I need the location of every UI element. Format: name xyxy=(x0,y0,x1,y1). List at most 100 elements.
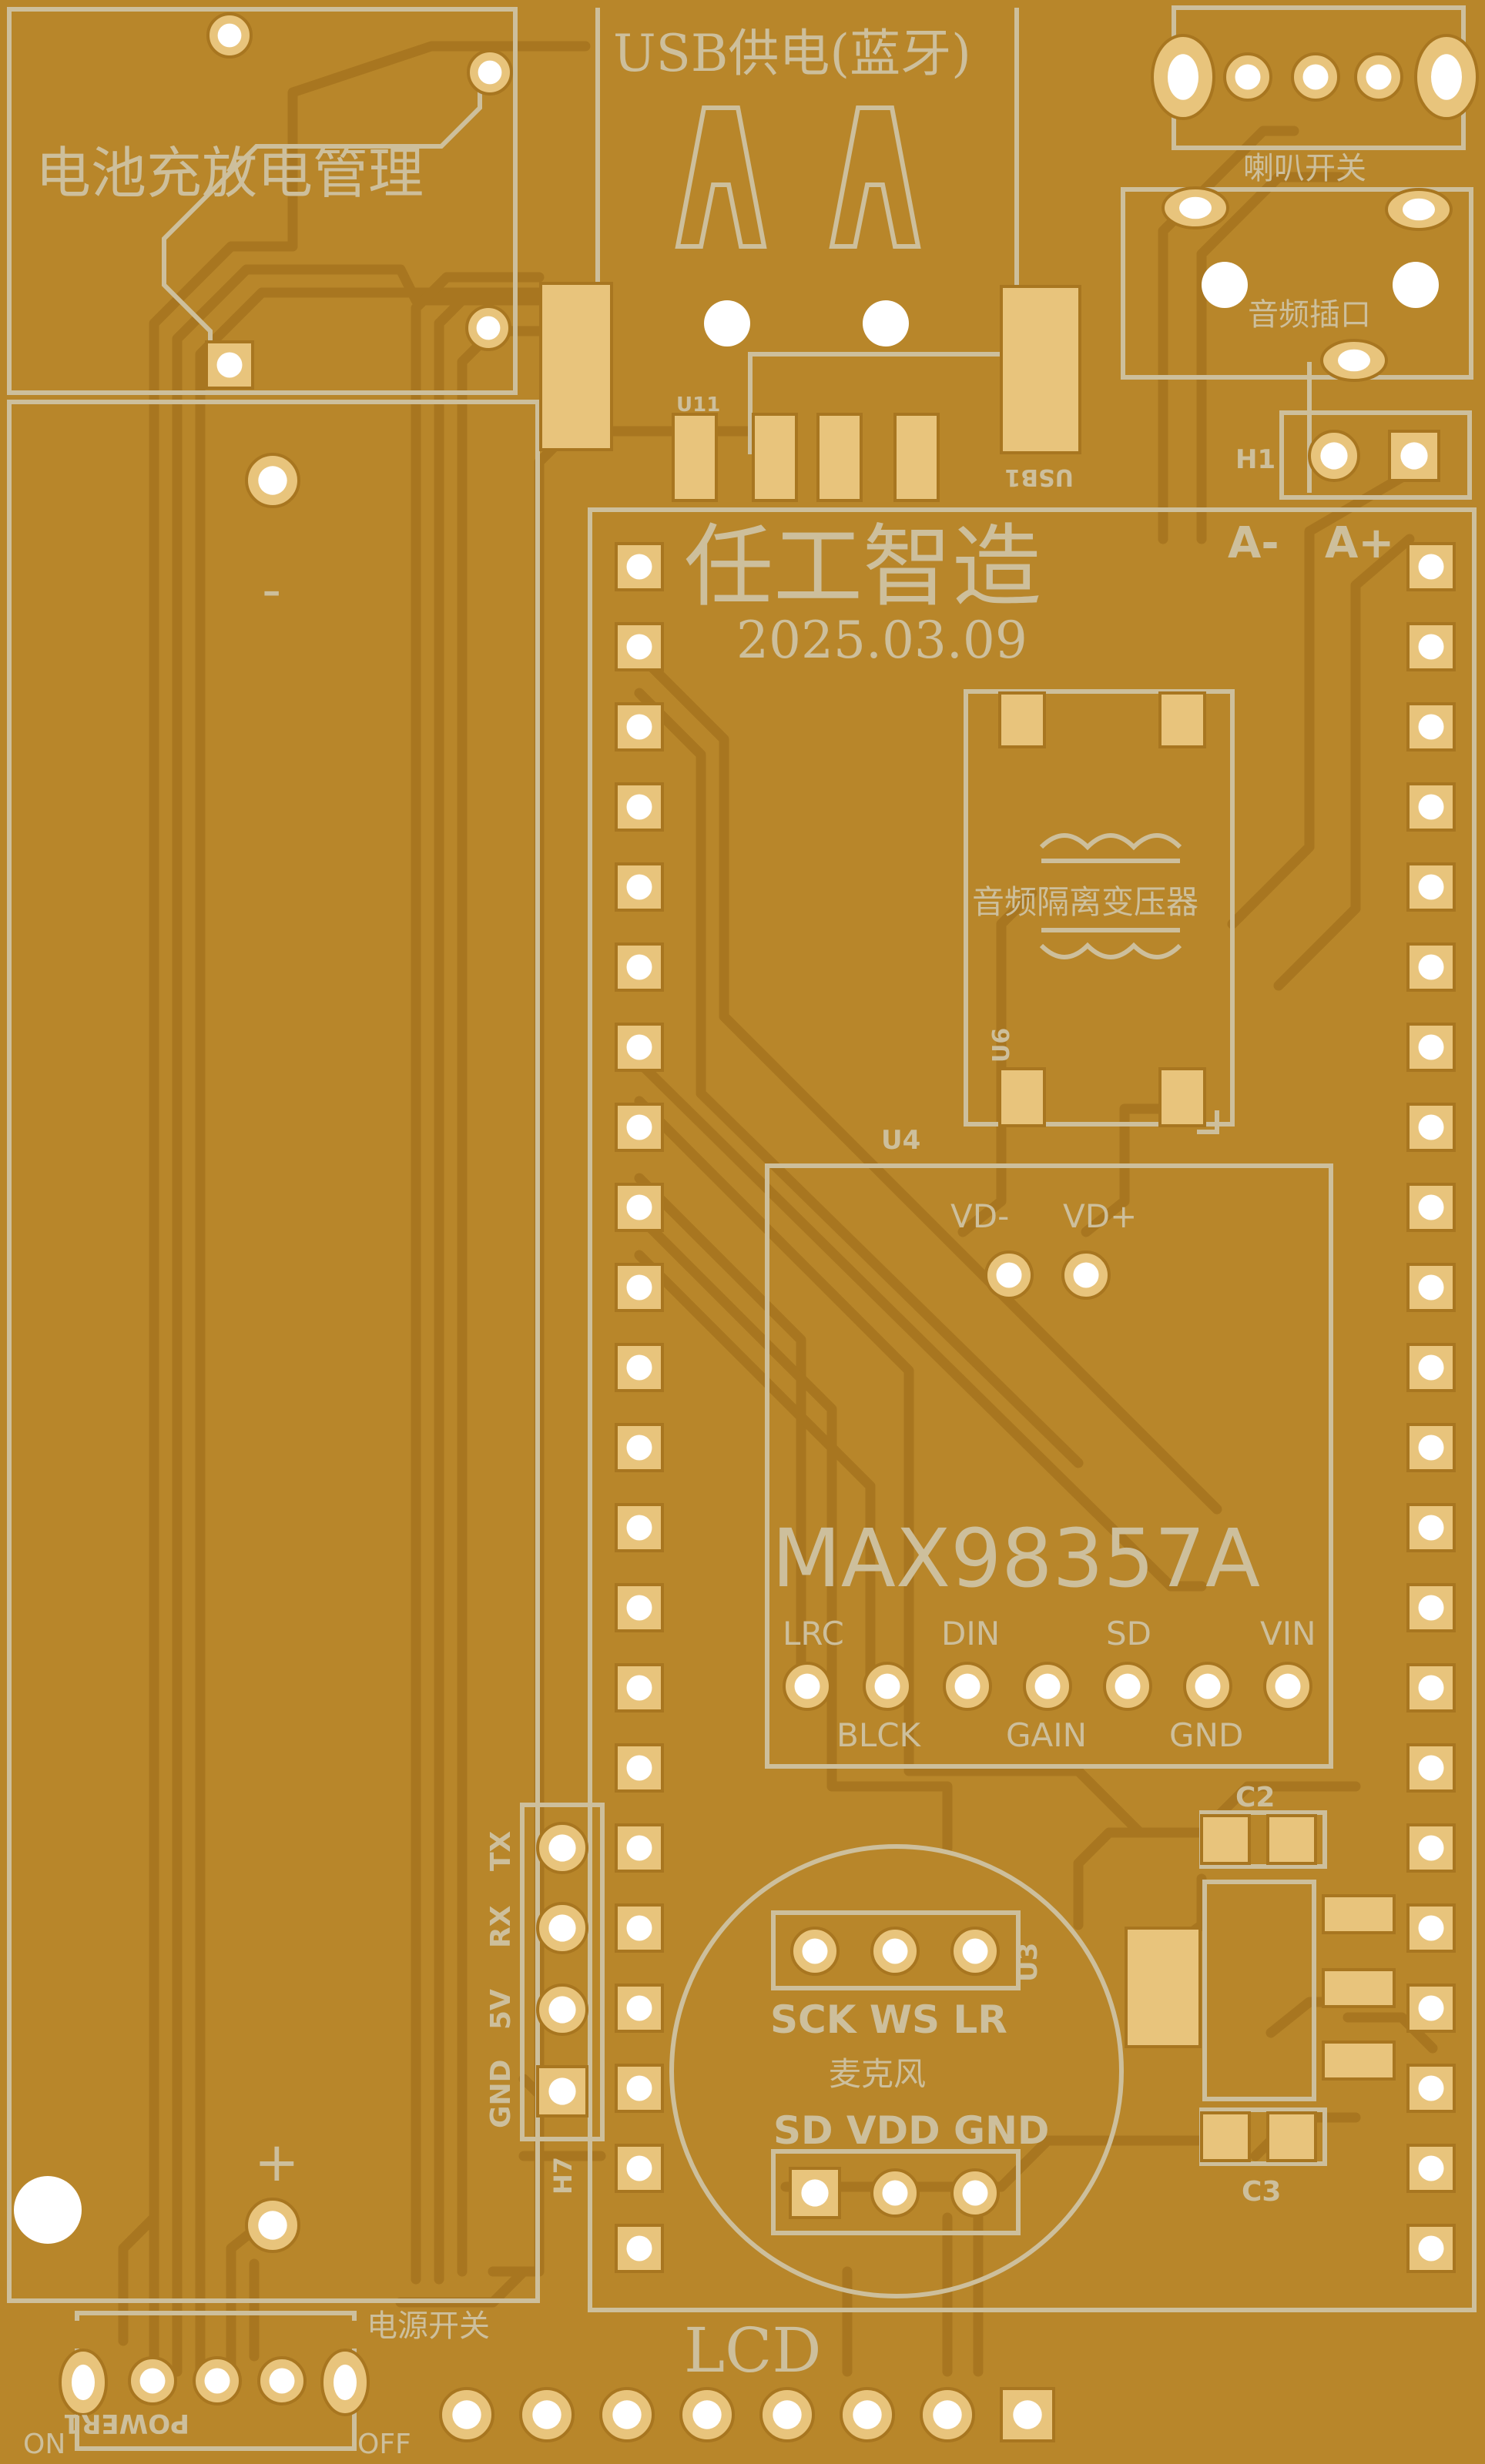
c3-pad-1 xyxy=(1200,2111,1251,2162)
a-plus-label: A+ xyxy=(1325,518,1394,568)
audio-jack-lug xyxy=(1320,339,1388,382)
lcd-pin xyxy=(920,2387,975,2442)
amplifier-module-outline xyxy=(765,1163,1333,1769)
battery-plus-label: + xyxy=(254,2131,300,2194)
amp-pin-pad xyxy=(1023,1662,1072,1711)
amplifier-chip-label: MAX98357A xyxy=(772,1512,1260,1605)
switch-on-label: ON xyxy=(23,2429,65,2460)
h1-pin-1 xyxy=(1308,430,1360,482)
audio-jack-hole xyxy=(1393,262,1439,308)
u11-pad-3 xyxy=(816,413,863,502)
mcu-left-pin xyxy=(615,1183,664,1232)
lcd-pin xyxy=(679,2387,735,2442)
mcu-left-pin xyxy=(615,2144,664,2193)
microphone-module-outline xyxy=(669,1844,1124,2298)
u6-pad-1 xyxy=(998,691,1046,748)
amp-pin-label-gnd: GND xyxy=(1169,1716,1243,1754)
mcu-right-pin xyxy=(1406,1343,1456,1392)
mcu-left-pin xyxy=(615,1984,664,2033)
usb-letter-a-outline-1 xyxy=(675,105,767,249)
mcu-left-pin xyxy=(615,1903,664,1953)
lcd-pin xyxy=(759,2387,815,2442)
h1-pin-2 xyxy=(1388,430,1440,482)
uart-tx-label: TX xyxy=(485,1830,517,1871)
battery-holder-outline xyxy=(7,400,540,2303)
copper-traces xyxy=(118,41,1438,2377)
usb1-pad-right xyxy=(1000,285,1081,454)
mcu-right-pin xyxy=(1406,1423,1456,1472)
mcu-right-pin xyxy=(1406,1583,1456,1632)
mcu-right-pin xyxy=(1406,1743,1456,1793)
mcu-left-pin xyxy=(615,542,664,591)
audio-jack-outline xyxy=(1121,187,1473,380)
mcu-right-pin xyxy=(1406,1183,1456,1232)
amp-pin-pad xyxy=(1263,1662,1312,1711)
mic-top-pin xyxy=(950,1927,1000,1976)
mcu-right-pin xyxy=(1406,1103,1456,1152)
speaker-switch-label: 喇叭开关 xyxy=(1243,151,1366,186)
mcu-left-pin xyxy=(615,1103,664,1152)
mic-label: 麦克风 xyxy=(829,2055,926,2093)
mcu-left-pin xyxy=(615,702,664,752)
mcu-left-pin xyxy=(615,622,664,671)
amp-pin-pad xyxy=(783,1662,832,1711)
mic-top-pin xyxy=(870,1927,920,1976)
vd-minus-label: VD- xyxy=(950,1197,1009,1235)
mcu-left-pin xyxy=(615,1823,664,1873)
uart-gnd-label: GND xyxy=(485,2059,517,2128)
audio-jack-lug xyxy=(1162,186,1229,229)
power-switch-lug xyxy=(59,2348,108,2416)
mic-top-pin xyxy=(790,1927,840,1976)
amp-pin-label-din: DIN xyxy=(941,1615,1000,1652)
uart-5v-label: 5V xyxy=(485,1989,517,2030)
amp-vd-minus-pad xyxy=(984,1250,1034,1300)
power-switch-label: 电源开关 xyxy=(367,2308,490,2344)
power-switch-pin xyxy=(257,2356,307,2405)
mic-bottom-pin xyxy=(950,2168,1000,2218)
battery-mgmt-pad xyxy=(206,12,253,59)
u4-ref-label: U4 xyxy=(881,1125,920,1156)
mcu-right-pin xyxy=(1406,1663,1456,1712)
date-label: 2025.03.09 xyxy=(736,611,1027,670)
mcu-left-pin xyxy=(615,1023,664,1072)
switch-off-label: OFF xyxy=(357,2429,411,2460)
mounting-hole xyxy=(14,2176,82,2244)
battery-mgmt-module-outline xyxy=(7,7,518,395)
usb1-pad-left xyxy=(539,282,613,451)
amp-pin-label-lrc: LRC xyxy=(783,1615,844,1652)
u11-ref-label: U11 xyxy=(676,393,720,417)
regulator-pin-3 xyxy=(1322,2040,1396,2081)
usb-letter-a-outline-2 xyxy=(829,105,921,249)
mcu-left-pin xyxy=(615,2064,664,2113)
c2-pad-1 xyxy=(1200,1814,1251,1865)
mic-bottom-pins-label: SD VDD GND xyxy=(773,2108,1049,2153)
u6-pad-2 xyxy=(1158,691,1206,748)
mcu-right-pin xyxy=(1406,1903,1456,1953)
mic-bottom-header-outline xyxy=(771,2149,1021,2235)
speaker-switch-pin xyxy=(1354,52,1403,102)
mic-bottom-pin xyxy=(870,2168,920,2218)
regulator-outline xyxy=(1202,1880,1316,2101)
mcu-right-pin xyxy=(1406,2144,1456,2193)
transformer-outline xyxy=(964,689,1235,1127)
power-switch-pin xyxy=(128,2356,177,2405)
amp-pin-pad xyxy=(1103,1662,1152,1711)
uart-5v-pin xyxy=(536,1984,588,2036)
mcu-left-pin xyxy=(615,2224,664,2273)
mic-top-pins-label: SCK WS LR xyxy=(770,1997,1007,2042)
lcd-pin xyxy=(840,2387,895,2442)
mcu-right-pin xyxy=(1406,1263,1456,1312)
u11-pad-1 xyxy=(672,413,718,502)
battery-minus-label: - xyxy=(262,558,281,621)
speaker-switch-pin xyxy=(1291,52,1340,102)
c2-ref-label: C2 xyxy=(1235,1782,1275,1813)
speaker-switch-pin xyxy=(1223,52,1272,102)
mcu-right-pin xyxy=(1406,942,1456,992)
battery-plus-terminal xyxy=(245,2198,300,2253)
amp-pin-label-gain: GAIN xyxy=(1006,1716,1087,1754)
mcu-right-pin xyxy=(1406,622,1456,671)
mcu-left-pin xyxy=(615,782,664,832)
uart-rx-pin xyxy=(536,1902,588,1954)
uart-tx-pin xyxy=(536,1822,588,1874)
